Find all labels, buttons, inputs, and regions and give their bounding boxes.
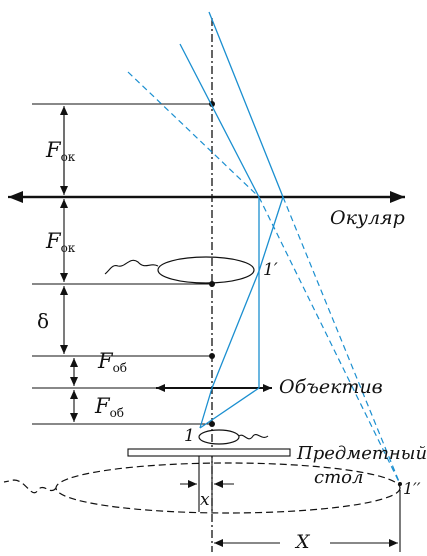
dim-X <box>214 490 401 552</box>
specimen-stage <box>127 448 291 457</box>
label-delta: δ <box>37 309 49 333</box>
focal-point-objective-bottom <box>209 421 215 427</box>
focal-point-objective-top <box>209 353 215 359</box>
dim-x <box>180 456 234 512</box>
intermediate-image <box>104 256 255 284</box>
label-F-ok-top: Fок <box>45 138 76 164</box>
label-point-1-double-prime: 1′′ <box>403 479 421 498</box>
label-point-1: 1 <box>184 426 195 446</box>
label-objective: Объектив <box>279 376 383 398</box>
label-F-ob-top: Fоб <box>97 349 127 375</box>
label-F-ob-bottom: Fоб <box>94 394 124 420</box>
virtual-image <box>3 462 401 514</box>
light-rays <box>179 11 284 429</box>
label-point-1-prime: 1′ <box>263 260 278 280</box>
final-image-point <box>398 482 402 486</box>
label-stage-line2: стол <box>314 467 363 488</box>
focal-point-eyepiece-bottom <box>209 281 215 287</box>
label-F-ok-bottom: Fок <box>45 229 76 255</box>
label-stage-line1: Предметный <box>296 443 427 464</box>
label-eyepiece: Окуляр <box>330 207 405 229</box>
label-X: X <box>294 531 311 553</box>
object <box>198 429 269 445</box>
virtual-rays <box>127 71 401 485</box>
label-x: x <box>200 490 210 510</box>
